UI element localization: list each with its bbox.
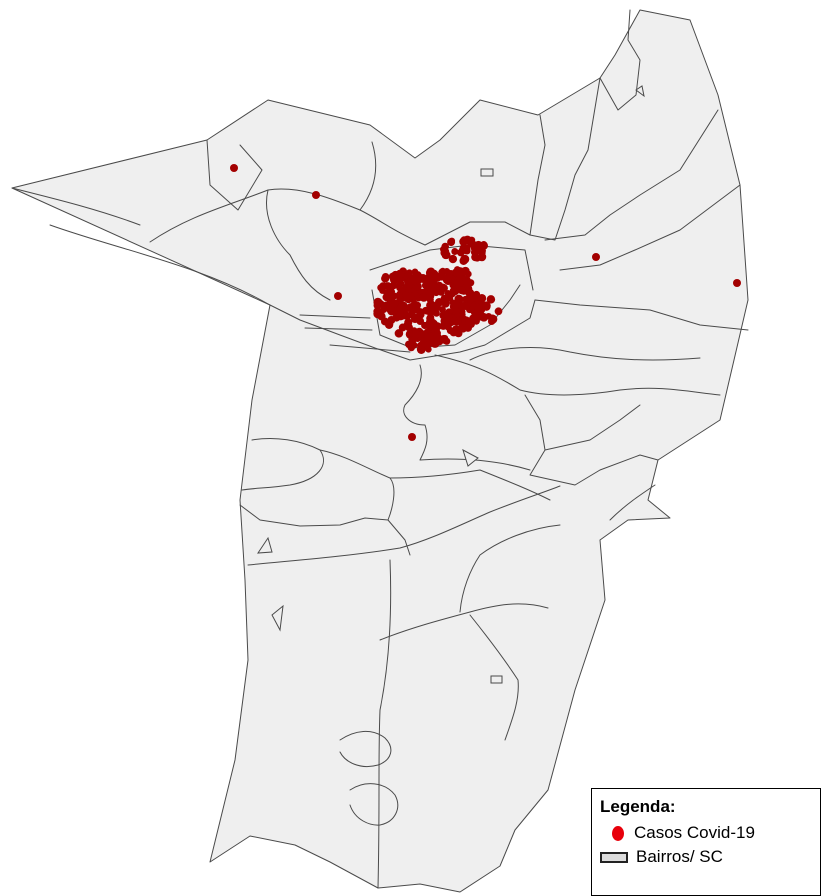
covid-case-points xyxy=(230,164,741,441)
covid-case-point xyxy=(411,275,421,285)
covid-case-point xyxy=(394,329,404,338)
covid-case-point xyxy=(373,297,383,307)
covid-case-point xyxy=(406,291,415,300)
covid-case-point xyxy=(382,293,391,302)
covid-case-point xyxy=(312,191,320,199)
municipality-outline xyxy=(11,9,749,893)
covid-case-point xyxy=(443,337,451,345)
covid-case-point xyxy=(460,236,468,244)
neighborhood-box-icon xyxy=(600,851,628,863)
covid-case-point xyxy=(467,320,475,328)
covid-case-point xyxy=(388,272,397,281)
covid-case-point xyxy=(398,270,406,278)
covid-case-point xyxy=(433,274,441,282)
red-dot-icon xyxy=(612,825,624,841)
covid-case-point xyxy=(390,299,399,308)
covid-case-point xyxy=(442,275,452,284)
covid-case-point xyxy=(442,294,451,304)
covid-case-point xyxy=(458,311,466,318)
covid-case-point xyxy=(459,324,468,333)
legend-item-neighborhoods-label: Bairros/ SC xyxy=(636,847,723,866)
covid-case-point xyxy=(488,314,498,324)
covid-case-point xyxy=(419,293,429,302)
covid-case-point xyxy=(381,272,390,281)
legend-item-cases: Casos Covid-19 xyxy=(600,821,820,845)
covid-case-point xyxy=(494,307,503,316)
municipality-territory xyxy=(11,9,749,893)
legend-item-neighborhoods: Bairros/ SC xyxy=(600,845,820,869)
enclaves xyxy=(257,85,645,684)
covid-case-point xyxy=(481,301,491,311)
covid-case-point xyxy=(457,286,466,295)
covid-case-point xyxy=(405,286,412,294)
covid-case-point xyxy=(373,307,382,316)
covid-case-point xyxy=(443,267,451,275)
covid-case-point xyxy=(396,311,406,321)
covid-case-point xyxy=(441,242,450,251)
covid-case-point xyxy=(397,303,405,310)
covid-case-point xyxy=(434,298,444,307)
covid-case-point xyxy=(378,282,388,291)
covid-case-point xyxy=(444,322,452,331)
covid-case-point xyxy=(451,248,459,255)
covid-case-point xyxy=(427,290,435,298)
covid-case-point xyxy=(386,305,395,314)
covid-case-point xyxy=(448,254,458,264)
neighborhood-boundaries xyxy=(11,9,749,889)
covid-case-point xyxy=(403,311,412,320)
covid-case-point xyxy=(412,313,420,322)
covid-case-point xyxy=(459,256,468,265)
covid-case-point xyxy=(457,267,466,276)
covid-case-point xyxy=(440,309,447,317)
covid-case-point xyxy=(440,284,448,292)
covid-case-point xyxy=(395,291,403,300)
covid-case-point xyxy=(447,238,456,247)
covid-case-point xyxy=(463,247,471,255)
covid-case-point xyxy=(395,282,403,290)
legend-title: Legenda: xyxy=(600,797,676,816)
covid-case-point xyxy=(421,282,429,289)
covid-case-point xyxy=(474,306,482,315)
covid-case-point xyxy=(403,321,411,329)
covid-case-point xyxy=(404,278,412,286)
covid-case-point xyxy=(471,253,479,262)
covid-case-point xyxy=(414,283,422,291)
covid-case-point xyxy=(449,287,458,296)
covid-case-point xyxy=(479,312,489,322)
covid-case-point xyxy=(592,253,600,261)
covid-case-point xyxy=(334,292,342,300)
covid-case-point xyxy=(380,305,388,314)
covid-case-point xyxy=(435,336,443,344)
covid-case-point xyxy=(470,243,480,252)
covid-case-point xyxy=(411,329,421,339)
covid-case-point xyxy=(457,248,465,257)
covid-case-point xyxy=(412,302,420,310)
covid-case-point xyxy=(461,302,470,311)
covid-case-point xyxy=(733,279,741,287)
covid-case-point xyxy=(423,342,431,350)
covid-case-point xyxy=(477,294,485,302)
covid-case-point xyxy=(230,164,238,172)
covid-case-point xyxy=(432,289,440,297)
covid-case-point xyxy=(426,314,434,323)
covid-case-point xyxy=(408,433,416,441)
covid-case-point xyxy=(480,240,488,248)
covid-case-point xyxy=(433,309,440,317)
covid-case-point xyxy=(445,315,454,324)
covid-case-point xyxy=(451,304,459,312)
covid-case-point xyxy=(477,246,486,255)
covid-case-point xyxy=(405,340,413,349)
covid-case-point xyxy=(385,319,393,327)
covid-case-point xyxy=(449,281,456,289)
covid-case-point xyxy=(486,295,496,304)
covid-case-point xyxy=(441,251,450,260)
covid-case-point xyxy=(389,281,398,290)
covid-case-point xyxy=(426,295,434,304)
legend-item-cases-label: Casos Covid-19 xyxy=(634,823,755,842)
legend: Legenda: Casos Covid-19 Bairros/ SC xyxy=(591,788,821,896)
